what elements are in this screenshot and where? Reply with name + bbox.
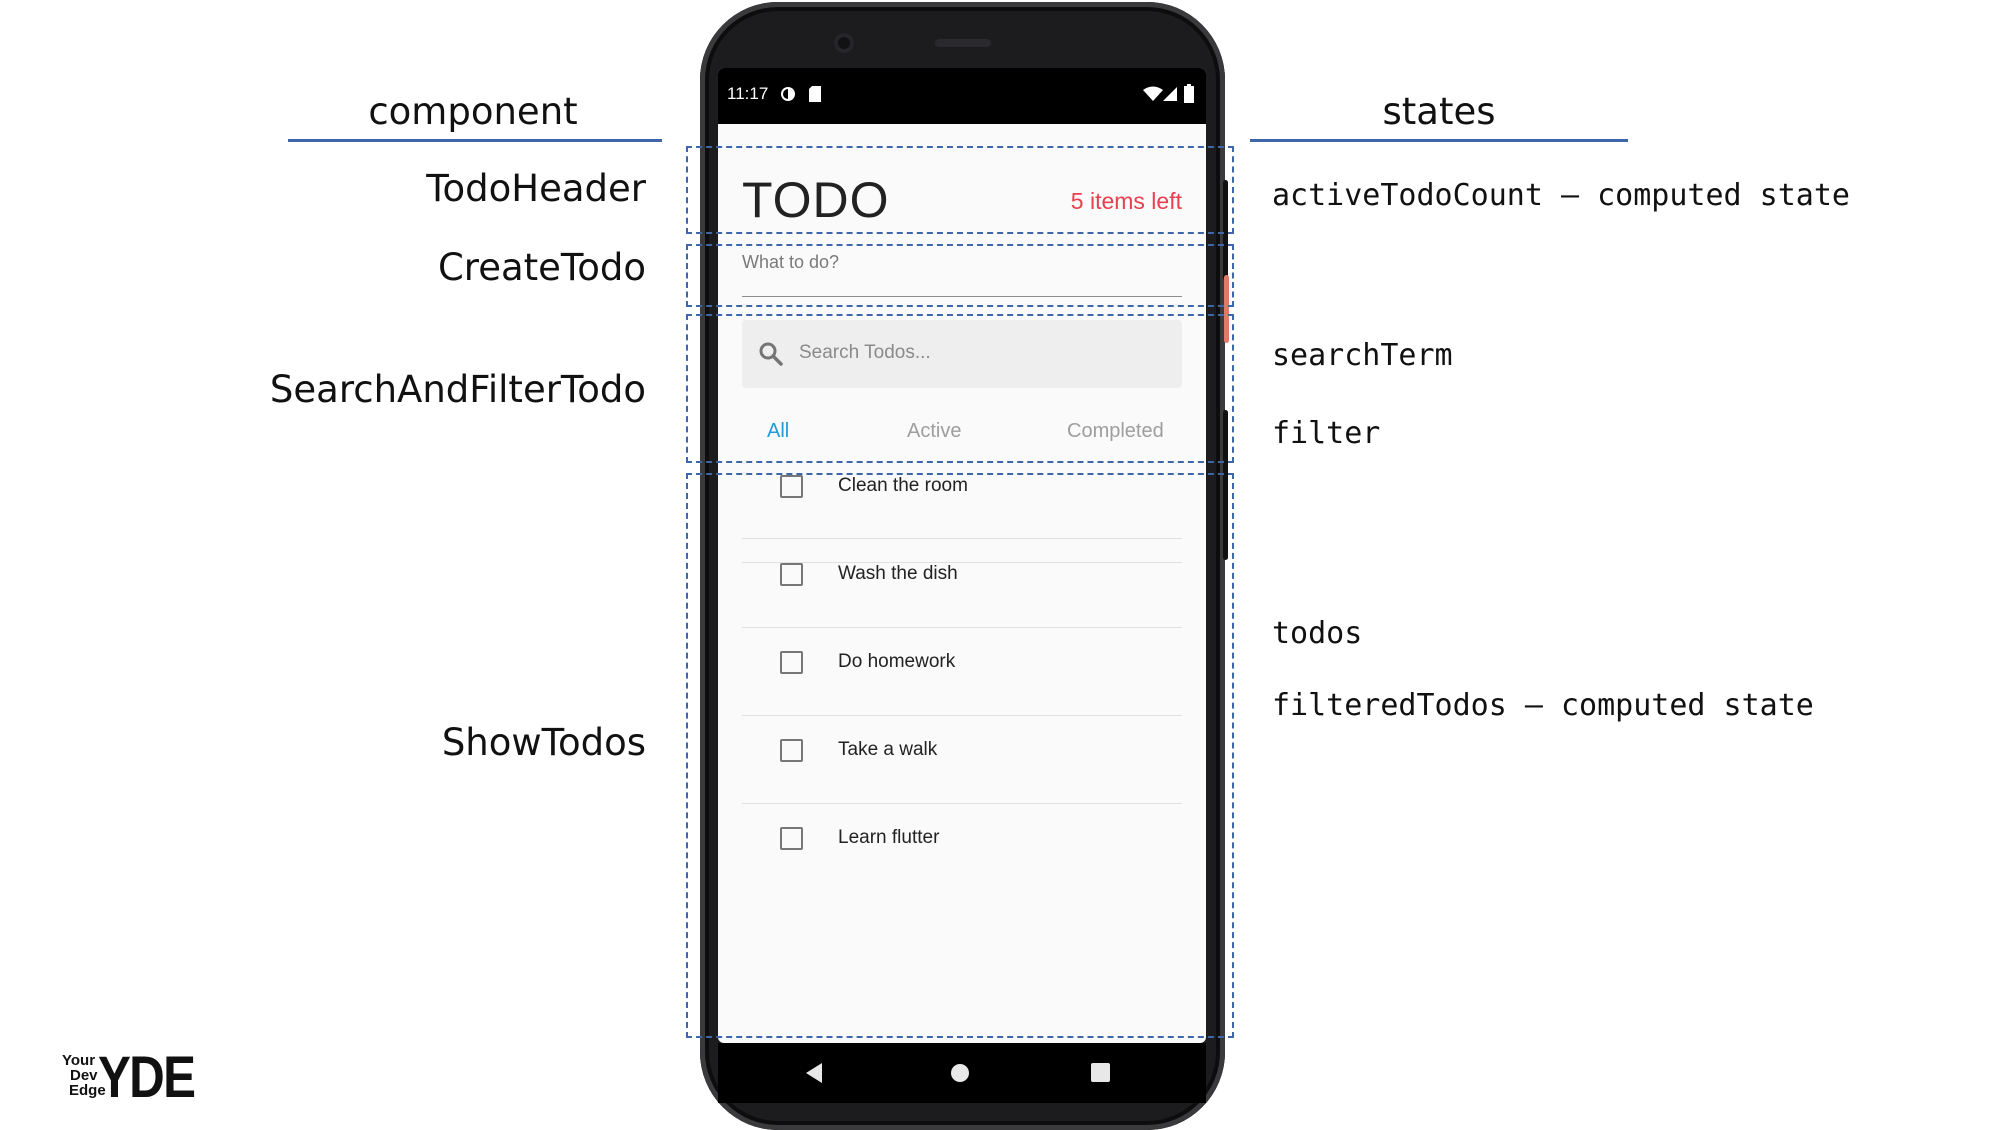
todo-checkbox[interactable] (780, 651, 803, 674)
status-bar: 11:17 (718, 68, 1206, 124)
divider (742, 715, 1182, 716)
app-title: TODO (742, 172, 890, 228)
todo-list-item[interactable]: Take a walk (742, 716, 1182, 804)
todo-list-item[interactable]: Clean the room (742, 475, 1182, 563)
region-todoheader (686, 146, 1234, 234)
state-label-todos: todos (1272, 616, 1363, 651)
tab-active[interactable]: Active (907, 420, 962, 442)
logo-text-edge: Edge (69, 1082, 106, 1099)
logo-text-your: Your (62, 1052, 96, 1069)
todo-text: Clean the room (838, 475, 968, 496)
states-column-header: states (1382, 90, 1496, 133)
todo-checkbox[interactable] (780, 827, 803, 850)
phone-side-button-top (1223, 180, 1228, 280)
todo-list-item[interactable]: Do homework (742, 628, 1182, 716)
phone-screen: 11:17 TODO 5 items left What to do? Sear… (718, 68, 1206, 1043)
region-showtodos (686, 473, 1234, 1038)
sd-card-icon (809, 86, 821, 102)
wifi-icon (1143, 86, 1163, 101)
todo-text: Wash the dish (838, 563, 958, 584)
tab-all[interactable]: All (767, 420, 790, 442)
component-label-searchandfiltertodo: SearchAndFilterTodo (269, 368, 646, 411)
state-label-filter: filter (1272, 416, 1381, 451)
recents-icon[interactable] (1091, 1063, 1110, 1082)
todo-input-field[interactable]: What to do? (742, 252, 840, 272)
status-time: 11:17 (727, 84, 769, 103)
divider (742, 538, 1182, 539)
todo-text: Take a walk (838, 739, 938, 760)
search-input[interactable]: Search Todos... (742, 320, 1182, 388)
android-nav-bar (718, 1043, 1206, 1103)
circle-icon (781, 87, 795, 101)
todo-list-item[interactable]: Learn flutter (742, 804, 1182, 892)
divider (742, 803, 1182, 804)
component-header-underline (288, 139, 662, 142)
front-camera (834, 33, 854, 53)
logo-text-yde: YDE (98, 1045, 196, 1110)
battery-icon (1184, 84, 1194, 103)
divider (742, 627, 1182, 628)
items-left-count: 5 items left (1070, 188, 1182, 214)
divider (742, 562, 1182, 563)
search-placeholder: Search Todos... (799, 342, 931, 363)
region-searchandfiltertodo (686, 314, 1234, 463)
region-createtodo (686, 244, 1234, 307)
tab-completed[interactable]: Completed (1067, 420, 1164, 442)
home-icon[interactable] (950, 1063, 970, 1083)
todo-text: Learn flutter (838, 827, 940, 848)
todo-checkbox[interactable] (780, 475, 803, 498)
state-label-filteredtodos: filteredTodos – computed state (1272, 688, 1814, 723)
todo-checkbox[interactable] (780, 739, 803, 762)
todo-text: Do homework (838, 651, 956, 672)
component-label-showtodos: ShowTodos (441, 721, 646, 764)
component-label-createtodo: CreateTodo (437, 246, 646, 289)
todo-input-underline (742, 296, 1182, 297)
component-column-header: component (368, 90, 578, 133)
logo-text-dev: Dev (70, 1067, 98, 1084)
earpiece-speaker (935, 39, 991, 47)
state-label-activetodocount: activeTodoCount – computed state (1272, 178, 1850, 213)
back-icon[interactable] (804, 1062, 824, 1084)
phone-power-button (1224, 275, 1229, 343)
signal-icon (1163, 87, 1177, 101)
search-icon (759, 342, 783, 366)
states-header-underline (1250, 139, 1628, 142)
component-label-todoheader: TodoHeader (426, 167, 646, 210)
state-label-searchterm: searchTerm (1272, 338, 1453, 373)
todo-checkbox[interactable] (780, 563, 803, 586)
todo-list-item[interactable]: Wash the dish (742, 540, 1182, 628)
phone-volume-button (1223, 410, 1228, 560)
